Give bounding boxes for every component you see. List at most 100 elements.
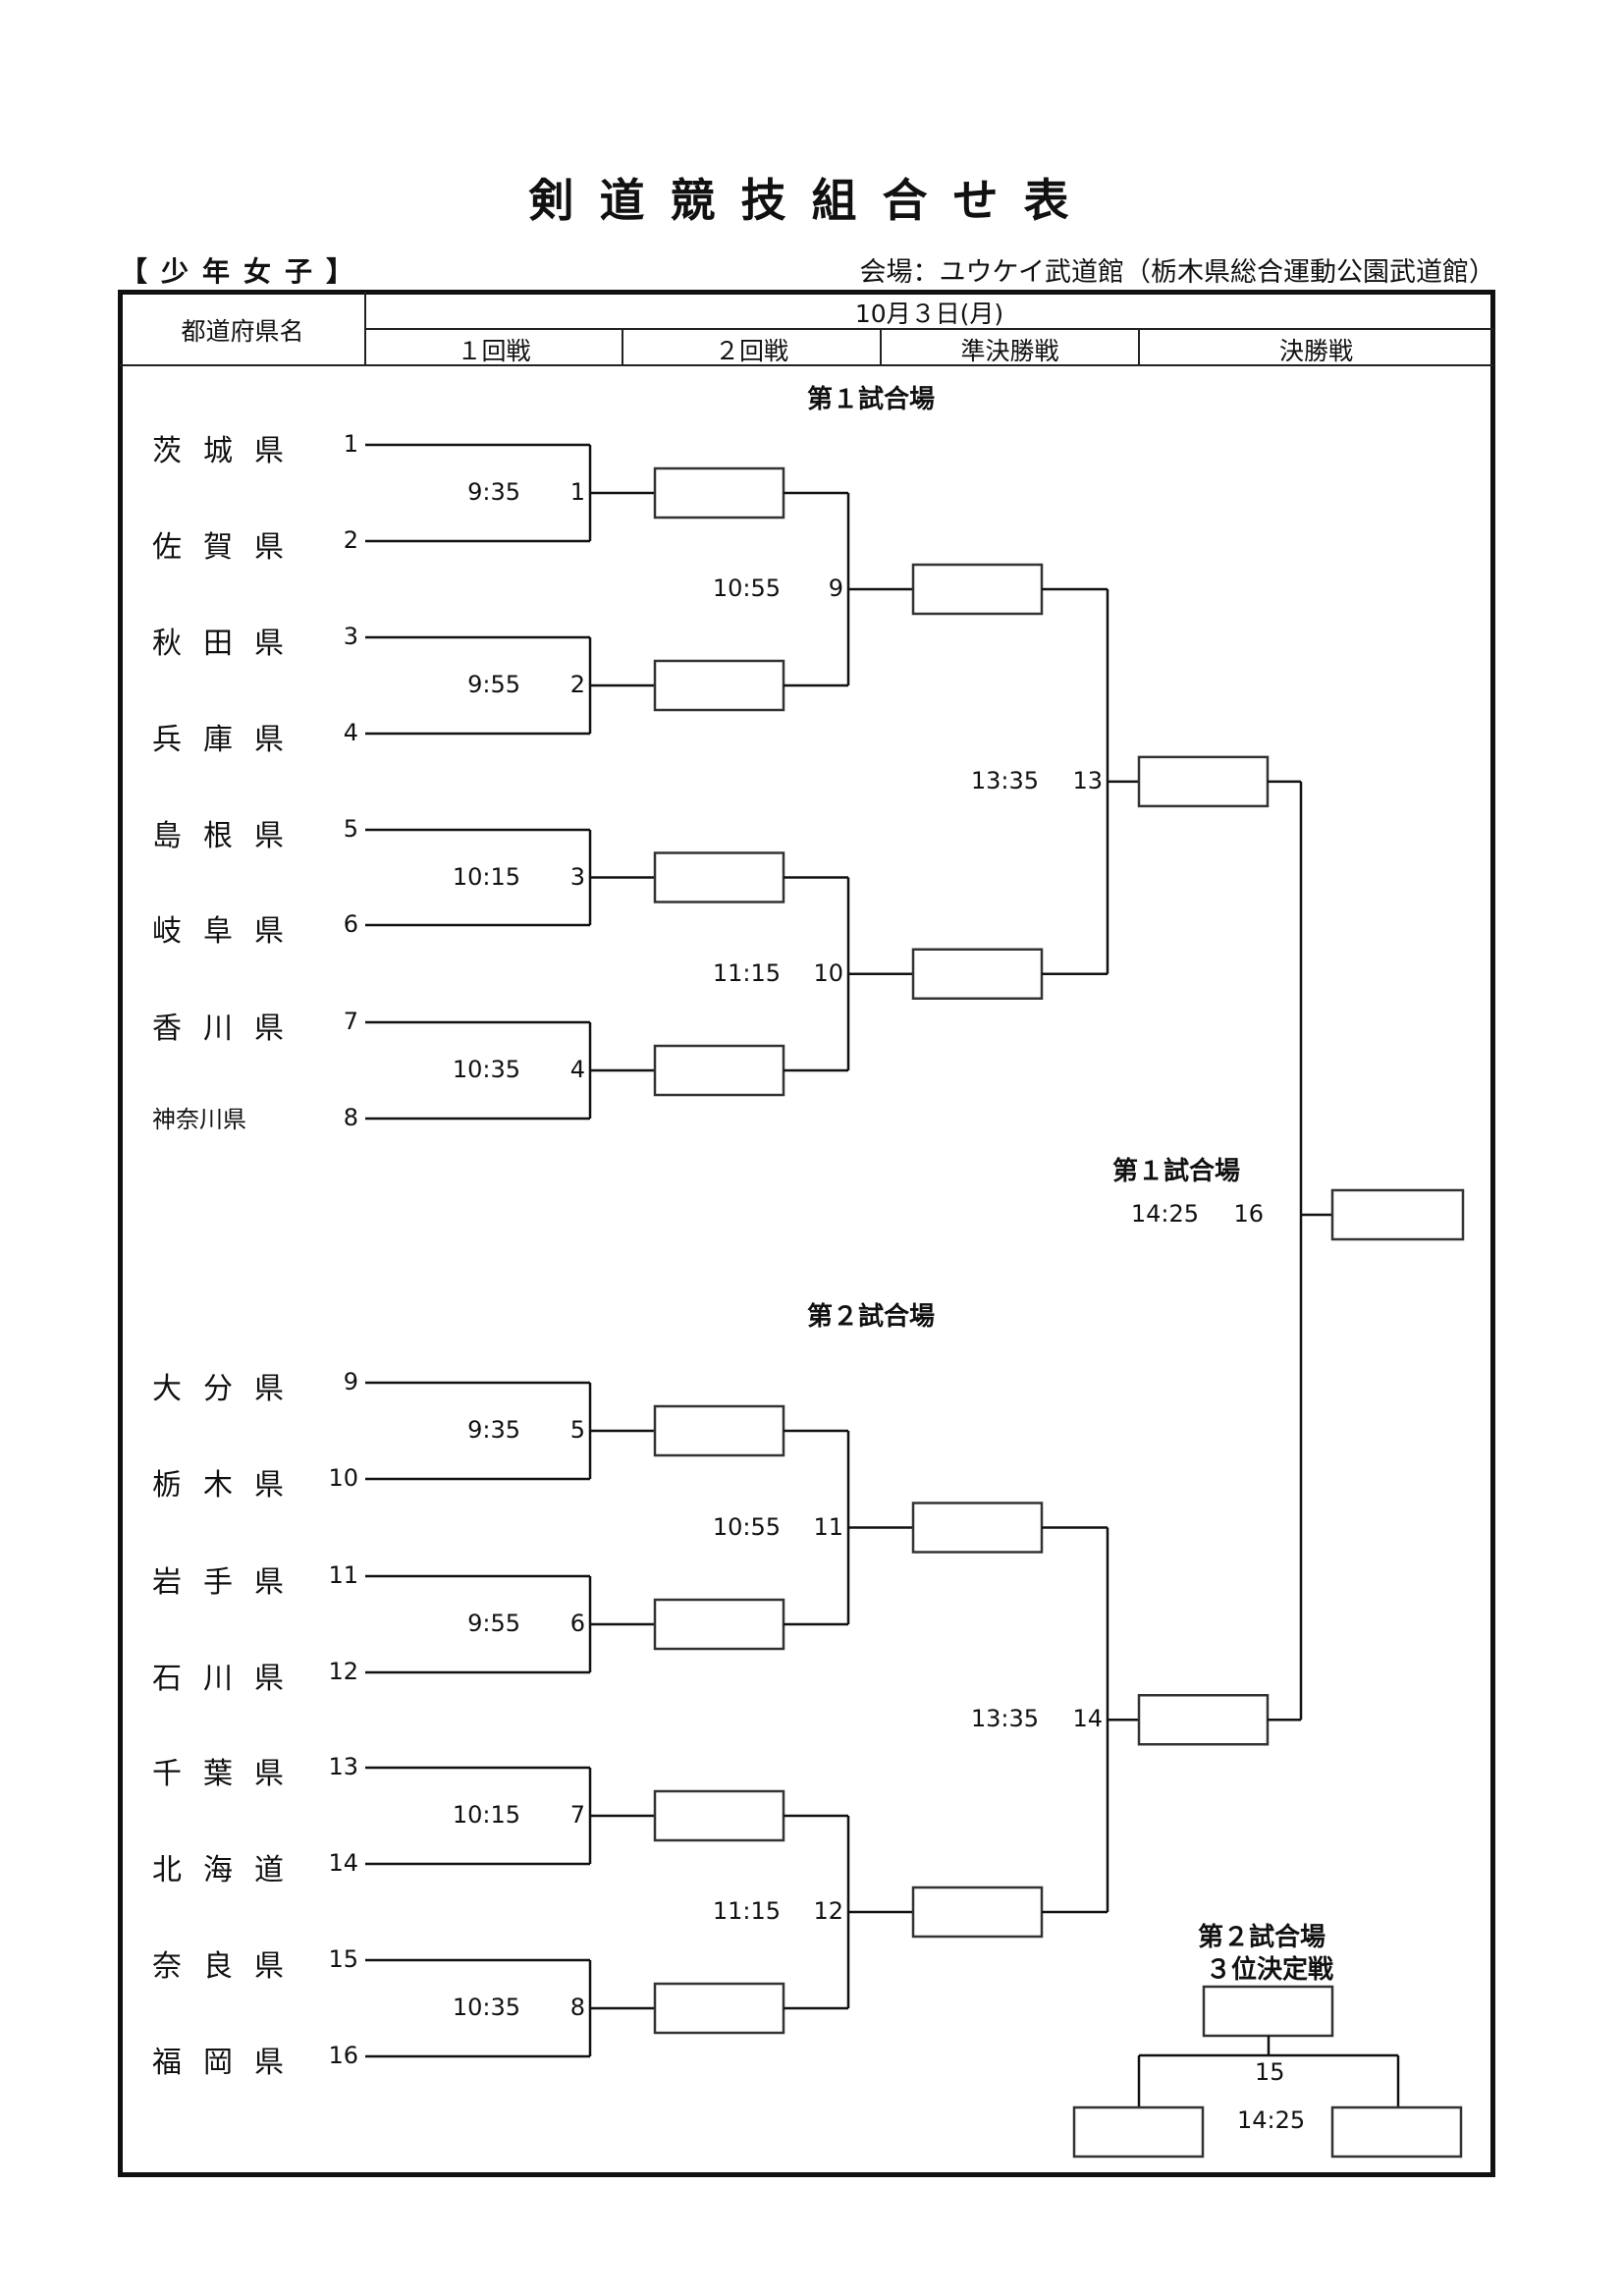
header-divider: [1138, 329, 1140, 365]
round1-winner-box[interactable]: [653, 1598, 785, 1651]
match-time: 10:55: [712, 1512, 781, 1541]
match-number: 1: [569, 478, 585, 506]
entrant-name: 石川県: [152, 1662, 305, 1696]
round-header-1: １回戦: [457, 337, 531, 365]
round2-winner-box[interactable]: [911, 1502, 1044, 1554]
match-time: 10:15: [452, 862, 520, 891]
semifinal-winner-box[interactable]: [1137, 1694, 1270, 1746]
entrant-name: 香川県: [152, 1011, 305, 1046]
match-number: 14: [1072, 1705, 1103, 1733]
match-time: 10:15: [452, 1801, 520, 1829]
entrant-seed: 7: [343, 1008, 358, 1035]
entrant-name: 栃木県: [152, 1468, 305, 1503]
match-number: 9: [828, 574, 843, 602]
round-header-semifinal: 準決勝戦: [960, 337, 1059, 365]
third-place-entrant-box[interactable]: [1330, 2105, 1463, 2159]
entrant-name: 奈良県: [152, 1949, 305, 1984]
entrant-seed: 12: [328, 1658, 358, 1685]
match-number: 16: [1233, 1200, 1264, 1228]
entrant-seed: 5: [343, 815, 358, 843]
match-number: 7: [569, 1801, 585, 1829]
entrant-seed: 2: [343, 526, 358, 554]
entrant-name: 秋田県: [152, 627, 305, 661]
round1-winner-box[interactable]: [653, 1044, 785, 1097]
round1-winner-box[interactable]: [653, 851, 785, 903]
entrant-seed: 8: [343, 1104, 358, 1131]
court1-label: 第１試合場: [807, 385, 936, 414]
round1-winner-box[interactable]: [653, 466, 785, 519]
match-time: 11:15: [712, 1897, 781, 1925]
entrant-seed: 13: [328, 1753, 358, 1780]
round1-winner-box[interactable]: [653, 1404, 785, 1457]
entrant-name: 佐賀県: [152, 530, 305, 565]
match-number: 5: [569, 1416, 585, 1444]
match-number: 15: [1255, 2058, 1285, 2086]
match-time: 9:35: [467, 478, 520, 506]
match-time: 13:35: [970, 766, 1039, 794]
header-bottom-rule: [120, 364, 1493, 366]
match-time: 11:15: [712, 958, 781, 987]
court2-label: 第２試合場: [807, 1302, 936, 1332]
entrant-name: 茨城県: [152, 434, 305, 468]
match-number: 6: [569, 1610, 585, 1637]
prefecture-column-header: 都道府県名: [181, 317, 304, 346]
entrant-seed: 4: [343, 719, 358, 746]
round-header-final: 決勝戦: [1278, 337, 1353, 365]
entrant-seed: 9: [343, 1368, 358, 1395]
entrant-seed: 10: [328, 1464, 358, 1492]
round2-winner-box[interactable]: [911, 563, 1044, 616]
match-number: 11: [813, 1512, 843, 1541]
round2-winner-box[interactable]: [911, 948, 1044, 1000]
header-mid-rule: [365, 328, 1493, 330]
round1-winner-box[interactable]: [653, 1982, 785, 2035]
round-header-2: ２回戦: [714, 337, 788, 365]
entrant-seed: 16: [328, 2042, 358, 2069]
final-court-label: 第１試合場: [1112, 1157, 1241, 1186]
match-time: 13:35: [970, 1705, 1039, 1733]
match-time: 9:55: [467, 1610, 520, 1637]
entrant-name: 岐阜県: [152, 914, 305, 949]
match-time: 14:25: [1237, 2106, 1306, 2134]
entrant-name: 福岡県: [152, 2046, 305, 2080]
header-divider: [880, 329, 882, 365]
entrant-seed: 11: [328, 1561, 358, 1589]
third-place-label: ３位決定戦: [1206, 1955, 1334, 1985]
round2-winner-box[interactable]: [911, 1886, 1044, 1939]
page-title: 剣道競技組合せ表: [528, 174, 1095, 227]
match-time: 10:35: [452, 1056, 520, 1083]
match-time: 10:55: [712, 574, 781, 602]
entrant-name: 大分県: [152, 1372, 305, 1406]
division-label: 【少年女子】: [120, 255, 368, 288]
entrant-seed: 15: [328, 1945, 358, 1973]
entrant-seed: 6: [343, 910, 358, 938]
semifinal-winner-box[interactable]: [1137, 755, 1270, 808]
third-place-court-label: 第２試合場: [1198, 1923, 1326, 1952]
entrant-seed: 14: [328, 1849, 358, 1877]
match-number: 4: [569, 1056, 585, 1083]
entrant-name: 神奈川県: [152, 1106, 246, 1133]
entrant-name: 島根県: [152, 819, 305, 853]
third-place-winner-box[interactable]: [1202, 1985, 1334, 2038]
round1-winner-box[interactable]: [653, 1789, 785, 1842]
champion-box[interactable]: [1330, 1188, 1465, 1241]
match-number: 12: [813, 1897, 843, 1925]
match-number: 10: [813, 958, 843, 987]
entrant-seed: 1: [343, 430, 358, 458]
match-time: 10:35: [452, 1994, 520, 2021]
match-time: 9:55: [467, 671, 520, 698]
match-number: 13: [1072, 766, 1103, 794]
entrant-name: 兵庫県: [152, 723, 305, 757]
entrant-name: 千葉県: [152, 1757, 305, 1791]
header-divider: [364, 292, 366, 365]
entrant-name: 岩手県: [152, 1565, 305, 1600]
round1-winner-box[interactable]: [653, 659, 785, 712]
match-number: 8: [569, 1994, 585, 2021]
match-number: 3: [569, 862, 585, 891]
third-place-entrant-box[interactable]: [1072, 2105, 1205, 2159]
match-time: 14:25: [1130, 1200, 1199, 1228]
match-time: 9:35: [467, 1416, 520, 1444]
bracket-frame: [118, 290, 1495, 2177]
entrant-name: 北海道: [152, 1853, 305, 1887]
venue-label: 会場：ユウケイ武道館（栃木県総合運動公園武道館）: [859, 257, 1495, 288]
